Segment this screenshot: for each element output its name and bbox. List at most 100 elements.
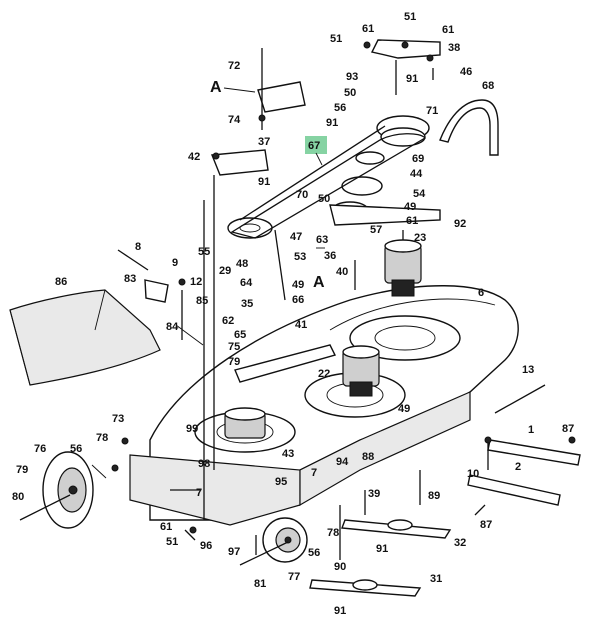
callout-35: 35 <box>241 298 253 310</box>
callout-42: 42 <box>188 151 200 163</box>
callout-95: 95 <box>275 476 287 488</box>
callout-65: 65 <box>234 329 246 341</box>
callout-61d: 61 <box>160 521 172 533</box>
callout-87a: 87 <box>562 423 574 435</box>
callout-88: 88 <box>362 451 374 463</box>
callout-91a: 91 <box>406 73 418 85</box>
discharge-chute-86 <box>9 289 161 386</box>
callout-86: 86 <box>55 276 67 288</box>
callout-31: 31 <box>430 573 442 585</box>
callout-37: 37 <box>258 136 270 148</box>
callout-6: 6 <box>478 287 484 299</box>
callout-22: 22 <box>318 368 330 380</box>
spindle-22 <box>342 345 380 397</box>
callout-91c: 91 <box>258 176 270 188</box>
callout-51a: 51 <box>404 11 416 23</box>
lift-arm-1 <box>487 439 581 466</box>
callout-72: 72 <box>228 60 240 72</box>
callout-49a: 49 <box>404 201 416 213</box>
callout-62: 62 <box>222 315 234 327</box>
callout-32: 32 <box>454 537 466 549</box>
callout-83: 83 <box>124 273 136 285</box>
callout-78a: 78 <box>96 432 108 444</box>
callout-67: 67 <box>308 140 320 152</box>
rod-13 <box>494 384 546 414</box>
callout-A2: A <box>313 274 325 291</box>
callout-80: 80 <box>12 491 24 503</box>
bracket-38 <box>370 39 441 59</box>
callout-47: 47 <box>290 231 302 243</box>
lift-arm-2 <box>467 474 561 506</box>
callout-A1: A <box>210 79 222 96</box>
pulley-center <box>341 176 383 196</box>
callout-77: 77 <box>288 571 300 583</box>
deck-front-skirt <box>129 454 301 526</box>
callout-89: 89 <box>428 490 440 502</box>
callout-92: 92 <box>454 218 466 230</box>
callout-7a: 7 <box>311 467 317 479</box>
callout-1: 1 <box>528 424 534 436</box>
callout-66: 66 <box>292 294 304 306</box>
callout-13: 13 <box>522 364 534 376</box>
callout-leaders <box>91 87 325 479</box>
callout-8: 8 <box>135 241 141 253</box>
callout-96: 96 <box>200 540 212 552</box>
callout-63: 63 <box>316 234 328 246</box>
callout-61a: 61 <box>362 23 374 35</box>
callout-39: 39 <box>368 488 380 500</box>
callout-48: 48 <box>236 258 248 270</box>
callout-50a: 50 <box>344 87 356 99</box>
callout-10: 10 <box>467 468 479 480</box>
callout-51c: 51 <box>166 536 178 548</box>
callout-53: 53 <box>294 251 306 263</box>
callout-12: 12 <box>190 276 202 288</box>
diagram-drawing <box>9 39 581 597</box>
callout-labels: 51 61 61 51 38 72 A 93 91 46 68 50 56 71… <box>12 11 574 617</box>
callout-54: 54 <box>413 188 426 200</box>
callout-29: 29 <box>219 265 231 277</box>
callout-91e: 91 <box>334 605 346 617</box>
callout-36: 36 <box>324 250 336 262</box>
callout-94: 94 <box>336 456 349 468</box>
callout-76: 76 <box>34 443 46 455</box>
callout-61b: 61 <box>442 24 454 36</box>
idler-arm-92 <box>329 204 441 226</box>
bracket-37 <box>211 149 269 176</box>
callout-51b: 51 <box>330 33 342 45</box>
callout-87b: 87 <box>480 519 492 531</box>
callout-64: 64 <box>240 277 253 289</box>
chute-bracket-83 <box>144 279 169 303</box>
callout-50b: 50 <box>318 193 330 205</box>
deck-side-skirt <box>299 391 471 507</box>
belt-guard-68 <box>439 99 499 156</box>
callout-68: 68 <box>482 80 494 92</box>
callout-2: 2 <box>515 461 521 473</box>
callout-9: 9 <box>172 257 178 269</box>
gauge-wheel-77 <box>239 517 308 566</box>
spindle-23 <box>384 230 422 297</box>
link-41 <box>234 344 337 383</box>
callout-79a: 79 <box>228 356 240 368</box>
callout-69: 69 <box>412 153 424 165</box>
callout-49b: 49 <box>292 279 304 291</box>
callout-91d: 91 <box>376 543 388 555</box>
gauge-wheel-76 <box>19 451 94 529</box>
callout-98: 98 <box>198 458 210 470</box>
callout-41: 41 <box>295 319 307 331</box>
highlight-box-67 <box>305 136 327 154</box>
callout-56a: 56 <box>334 102 346 114</box>
callout-97: 97 <box>228 546 240 558</box>
callout-38: 38 <box>448 42 460 54</box>
deck-rear-lip <box>329 298 496 331</box>
callout-49c: 49 <box>398 403 410 415</box>
callout-55: 55 <box>198 246 210 258</box>
callout-44: 44 <box>410 168 423 180</box>
callout-99: 99 <box>186 423 198 435</box>
callout-71: 71 <box>426 105 438 117</box>
callout-57: 57 <box>370 224 382 236</box>
callout-74: 74 <box>228 114 241 126</box>
callout-46: 46 <box>460 66 472 78</box>
callout-61c: 61 <box>406 215 418 227</box>
callout-91b: 91 <box>326 117 338 129</box>
